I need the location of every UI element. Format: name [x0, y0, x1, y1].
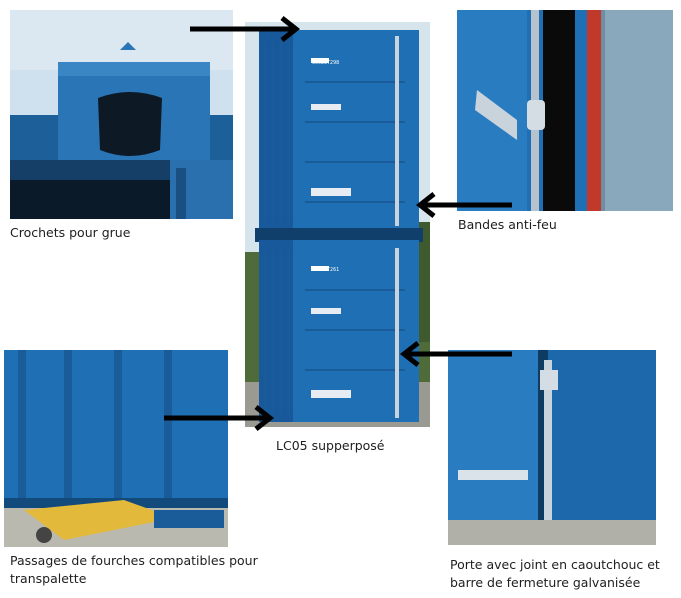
caption-forklift-pockets: Passages de fourches compatibles pour tr… — [10, 553, 258, 586]
stacked-containers-photo — [245, 22, 430, 427]
caption-door: Porte avec joint en caoutchouc et barre … — [450, 557, 660, 590]
caption-fire-strips: Bandes anti-feu — [458, 217, 557, 232]
arrow-to-crane-hooks — [190, 16, 301, 42]
fire-strips-photo — [457, 10, 673, 211]
door-photo — [448, 350, 656, 545]
forklift-pockets-photo — [4, 350, 228, 547]
container-id-top: 65028T298 — [312, 60, 340, 66]
caption-crane-hooks: Crochets pour grue — [10, 225, 131, 240]
container-id-bottom: 65028T261 — [312, 267, 340, 273]
arrow-to-forklift-pockets — [164, 405, 275, 431]
caption-stacked: LC05 supperposé — [276, 438, 385, 453]
arrow-to-door — [399, 341, 512, 367]
crane-hook-photo — [10, 10, 233, 219]
arrow-to-fire-strips — [415, 192, 512, 218]
